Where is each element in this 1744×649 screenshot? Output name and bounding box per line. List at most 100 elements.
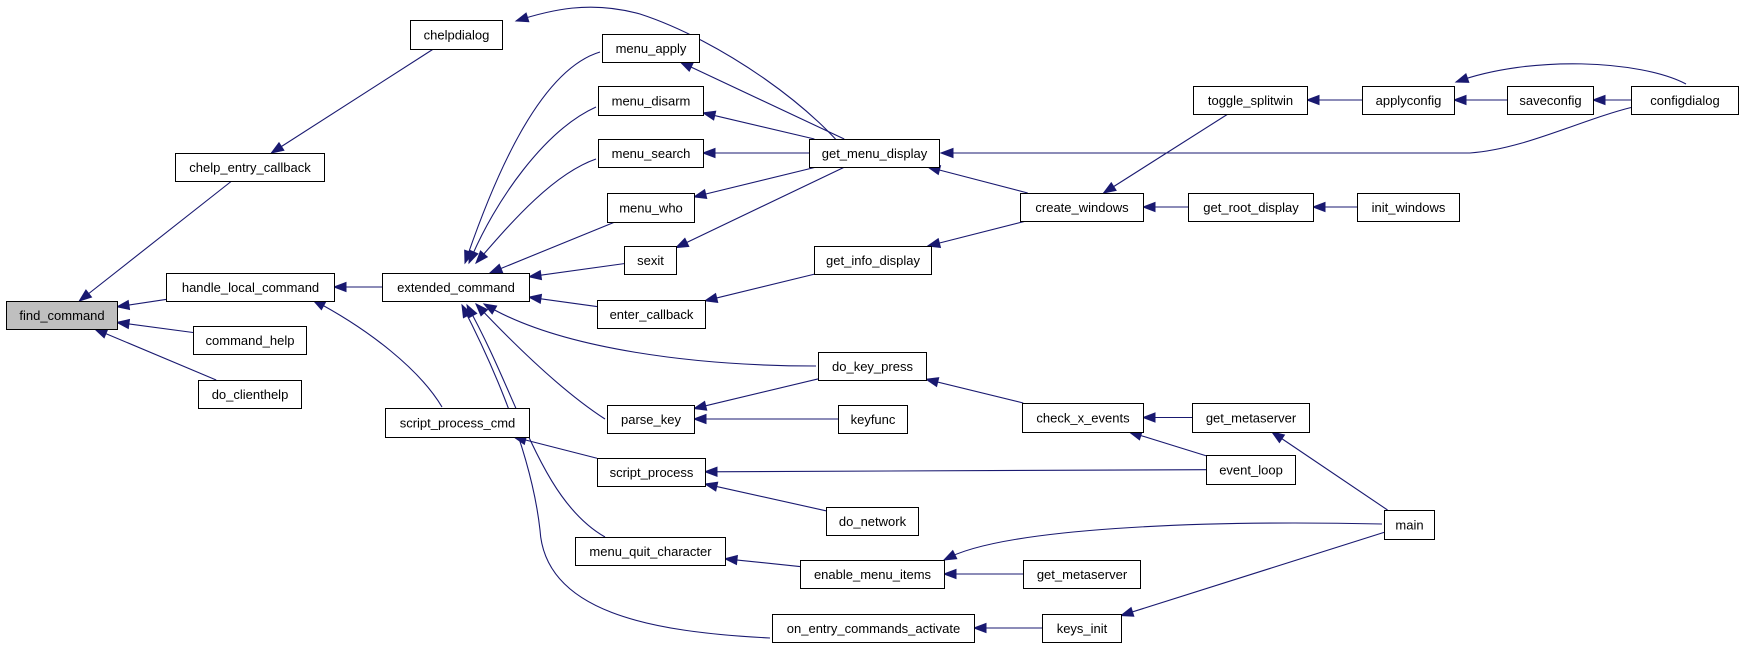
node-saveconfig[interactable]: saveconfig (1507, 86, 1594, 115)
node-label: parse_key (621, 412, 681, 427)
node-script-process-cmd[interactable]: script_process_cmd (385, 408, 530, 438)
node-box (166, 273, 335, 302)
node-find-command[interactable]: find_command (6, 301, 118, 330)
node-main[interactable]: main (1384, 510, 1435, 540)
edge-menu_search-to-extended_command (475, 158, 597, 265)
node-command-help[interactable]: command_help (193, 326, 307, 355)
edge-line (704, 273, 816, 302)
node-get-metaserver-1[interactable]: get_metaserver (1192, 403, 1310, 433)
node-create-windows[interactable]: create_windows (1020, 193, 1144, 222)
node-box (382, 273, 530, 302)
node-menu-apply[interactable]: menu_apply (602, 34, 700, 63)
arrowhead (679, 61, 694, 73)
node-sexit[interactable]: sexit (624, 246, 677, 275)
node-extended-command[interactable]: extended_command (382, 273, 530, 302)
arrowhead (115, 299, 131, 311)
node-configdialog[interactable]: configdialog (1631, 86, 1739, 115)
node-enter-callback[interactable]: enter_callback (597, 300, 706, 329)
node-menu-who[interactable]: menu_who (607, 193, 695, 223)
node-get-root-display[interactable]: get_root_display (1188, 193, 1314, 222)
edge-line (675, 166, 845, 249)
edge-line (116, 321, 194, 334)
node-label: chelp_entry_callback (189, 160, 311, 175)
node-parse-key[interactable]: parse_key (607, 405, 695, 434)
edge-get_menu_display-to-menu_who (692, 166, 817, 200)
node-toggle-splitwin[interactable]: toggle_splitwin (1193, 86, 1308, 115)
arrowhead (482, 303, 498, 315)
edge-line (693, 166, 817, 198)
arrowhead (972, 622, 987, 634)
node-box (1357, 193, 1460, 222)
node-label: main (1395, 518, 1423, 533)
edge-line (1271, 431, 1388, 511)
node-chelp-entry-callback[interactable]: chelp_entry_callback (175, 153, 325, 182)
node-check-x-events[interactable]: check_x_events (1022, 403, 1144, 433)
node-event-loop[interactable]: event_loop (1206, 455, 1296, 485)
node-on-entry-commands-activate[interactable]: on_entry_commands_activate (772, 614, 975, 643)
node-label: get_metaserver (1037, 567, 1128, 582)
edge-get_menu_display-to-menu_apply (679, 61, 845, 140)
node-label: get_root_display (1203, 200, 1299, 215)
arrowhead (115, 318, 131, 330)
edge-line (1129, 431, 1207, 457)
edge-line (1455, 63, 1687, 85)
node-label: script_process_cmd (400, 416, 516, 431)
arrowhead (1305, 94, 1320, 106)
node-label: handle_local_command (182, 280, 319, 295)
node-box (800, 560, 945, 589)
edge-line (927, 220, 1027, 247)
node-chelpdialog[interactable]: chelpdialog (410, 20, 503, 50)
node-box (772, 614, 975, 643)
edge-line (680, 61, 845, 140)
node-menu-search[interactable]: menu_search (598, 139, 704, 168)
node-applyconfig[interactable]: applyconfig (1362, 86, 1455, 115)
arrowhead (332, 281, 347, 293)
edge-get_metaserver_2-to-enable_menu_items (942, 568, 1023, 580)
node-handle-local-command[interactable]: handle_local_command (166, 273, 335, 302)
node-box (1042, 614, 1122, 643)
edge-parse_key-to-extended_command (475, 302, 606, 420)
edge-line (528, 263, 625, 278)
node-script-process[interactable]: script_process (597, 458, 706, 487)
edge-keyfunc-to-parse_key (692, 413, 838, 425)
edge-get_menu_display-to-menu_disarm (701, 110, 815, 140)
node-box (597, 300, 706, 329)
arrowhead (1454, 73, 1470, 83)
node-get-info-display[interactable]: get_info_display (814, 246, 932, 275)
arrowhead (703, 292, 719, 303)
node-box (1193, 86, 1308, 115)
edge-line (702, 112, 815, 140)
node-init-windows[interactable]: init_windows (1357, 193, 1460, 222)
node-keys-init[interactable]: keys_init (1042, 614, 1122, 643)
node-get-menu-display[interactable]: get_menu_display (809, 139, 940, 168)
node-box (1188, 193, 1314, 222)
edge-enter_callback-to-extended_command (527, 293, 598, 308)
node-do-network[interactable]: do_network (826, 507, 919, 536)
node-get-metaserver-2[interactable]: get_metaserver (1023, 560, 1141, 589)
arrowhead (723, 554, 738, 566)
node-box (193, 326, 307, 355)
node-label: applyconfig (1376, 93, 1442, 108)
arrowhead (1591, 94, 1606, 106)
node-label: find_command (19, 308, 104, 323)
arrowhead (692, 413, 707, 425)
node-label: menu_apply (616, 41, 687, 56)
node-do-key-press[interactable]: do_key_press (818, 352, 927, 381)
node-keyfunc[interactable]: keyfunc (838, 405, 908, 434)
node-label: toggle_splitwin (1208, 93, 1293, 108)
node-enable-menu-items[interactable]: enable_menu_items (800, 560, 945, 589)
arrowhead (1141, 412, 1156, 423)
node-do-clienthelp[interactable]: do_clienthelp (198, 380, 302, 409)
node-menu-quit-character[interactable]: menu_quit_character (575, 537, 726, 566)
arrowhead (924, 377, 940, 388)
edge-line (513, 436, 598, 459)
arrowhead (926, 237, 942, 248)
node-menu-disarm[interactable]: menu_disarm (598, 86, 704, 116)
edge-menu_apply-to-extended_command (464, 51, 601, 265)
node-box (814, 246, 932, 275)
arrowhead (692, 188, 708, 200)
edge-line (704, 469, 1207, 473)
arrowhead (674, 237, 690, 249)
node-label: on_entry_commands_activate (787, 621, 960, 636)
edge-init_windows-to-get_root_display (1311, 201, 1357, 213)
